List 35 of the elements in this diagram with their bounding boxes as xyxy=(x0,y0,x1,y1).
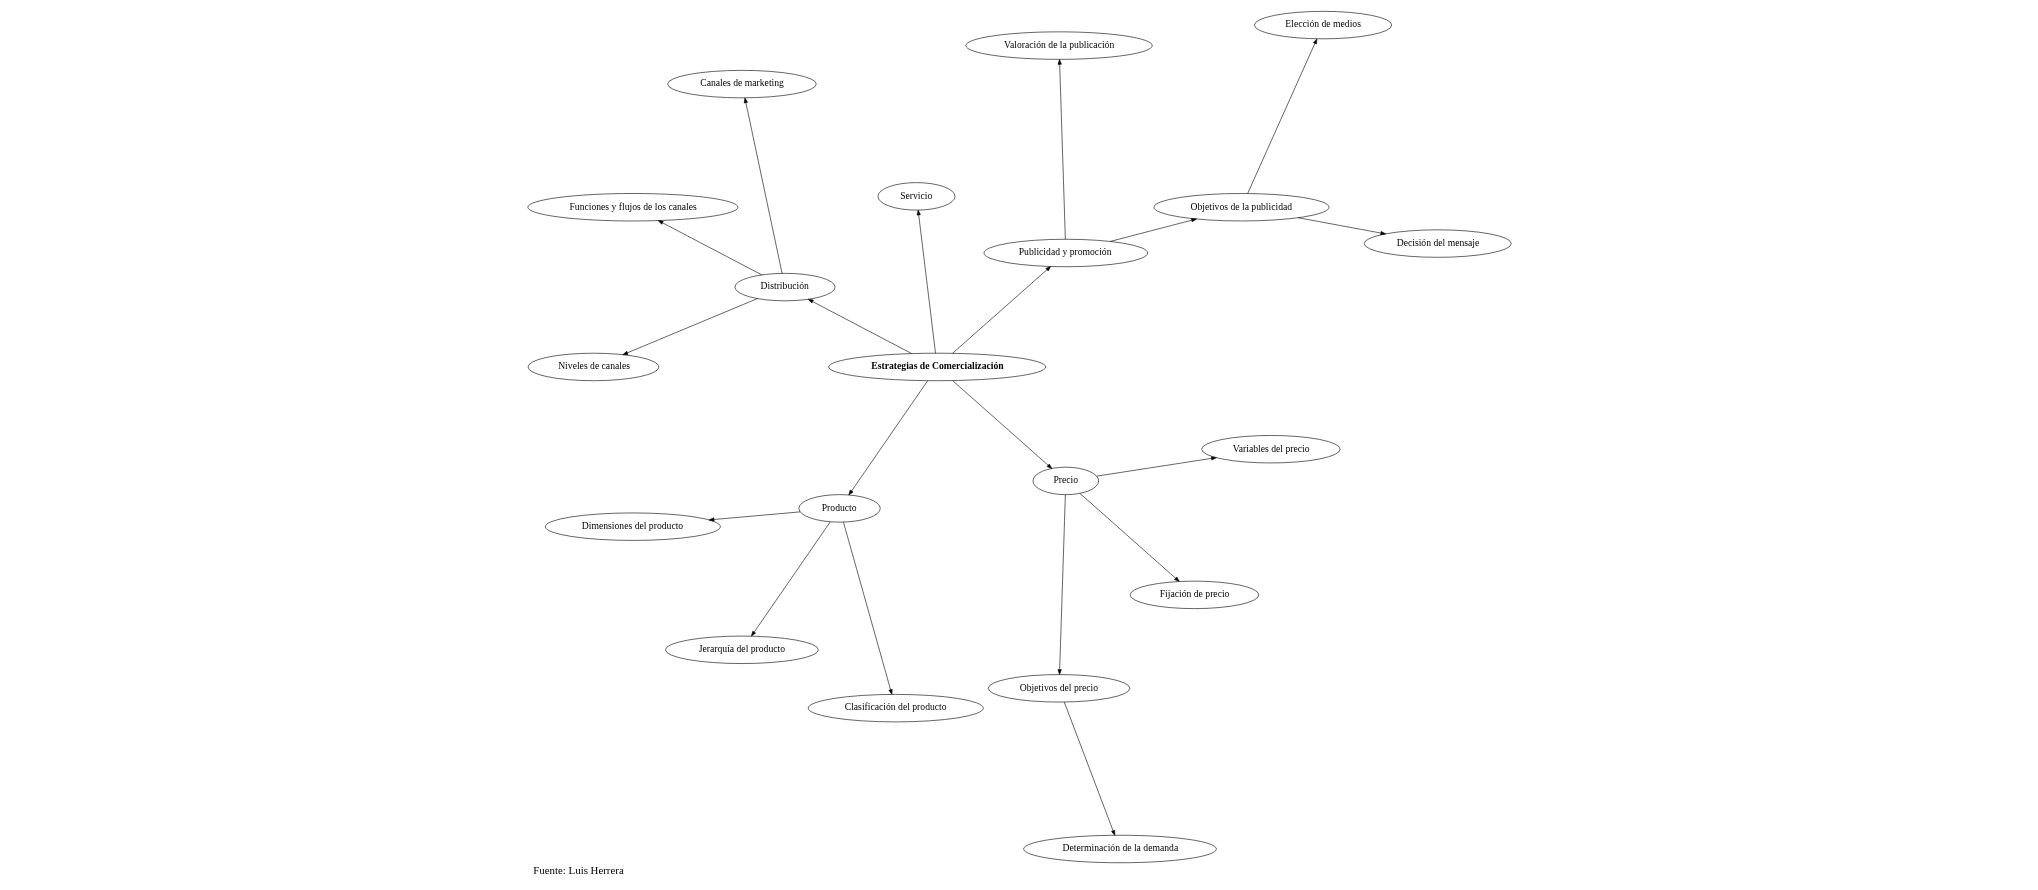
arrow xyxy=(743,97,782,274)
arrow xyxy=(848,379,928,495)
arrow xyxy=(842,521,892,695)
node-ellipse: Dimensiones del producto xyxy=(544,512,721,541)
arrow xyxy=(1246,38,1317,194)
node-ellipse: Fijación de precio xyxy=(1129,580,1259,609)
arrow xyxy=(1297,216,1386,235)
node-ellipse: Elección de medios xyxy=(1253,10,1392,39)
node-ellipse: Producto xyxy=(798,493,881,522)
node-ellipse: Clasificación del producto xyxy=(807,693,984,722)
arrow xyxy=(951,379,1052,469)
arrow xyxy=(1079,492,1180,582)
arrow xyxy=(1109,217,1197,242)
arrow xyxy=(1063,701,1115,836)
node-ellipse: Valoración de la publicación xyxy=(965,31,1153,60)
arrow xyxy=(708,511,800,521)
node-ellipse: Jerarquía del producto xyxy=(664,635,819,664)
node-ellipse: Determinación de la demanda xyxy=(1022,834,1217,863)
arrow xyxy=(1057,493,1066,675)
node-ellipse: Precio xyxy=(1032,466,1099,495)
node-ellipse: Publicidad y promoción xyxy=(983,238,1148,267)
arrow xyxy=(750,521,830,636)
node-ellipse: Funciones y flujos de los canales xyxy=(527,192,738,221)
node-ellipse: Canales de marketing xyxy=(666,69,817,98)
arrow xyxy=(1057,58,1066,240)
caption: Fuente: Luis Herrera xyxy=(532,863,624,876)
arrow xyxy=(622,297,758,355)
node-ellipse: Objetivos del precio xyxy=(987,673,1130,702)
arrow xyxy=(951,265,1051,353)
node-ellipse: Servicio xyxy=(877,181,955,210)
node-ellipse: Estrategias de Comercialización xyxy=(827,352,1046,381)
arrow xyxy=(657,219,762,275)
arrow xyxy=(916,209,936,354)
arrow xyxy=(1095,455,1217,476)
arrow xyxy=(807,298,912,354)
